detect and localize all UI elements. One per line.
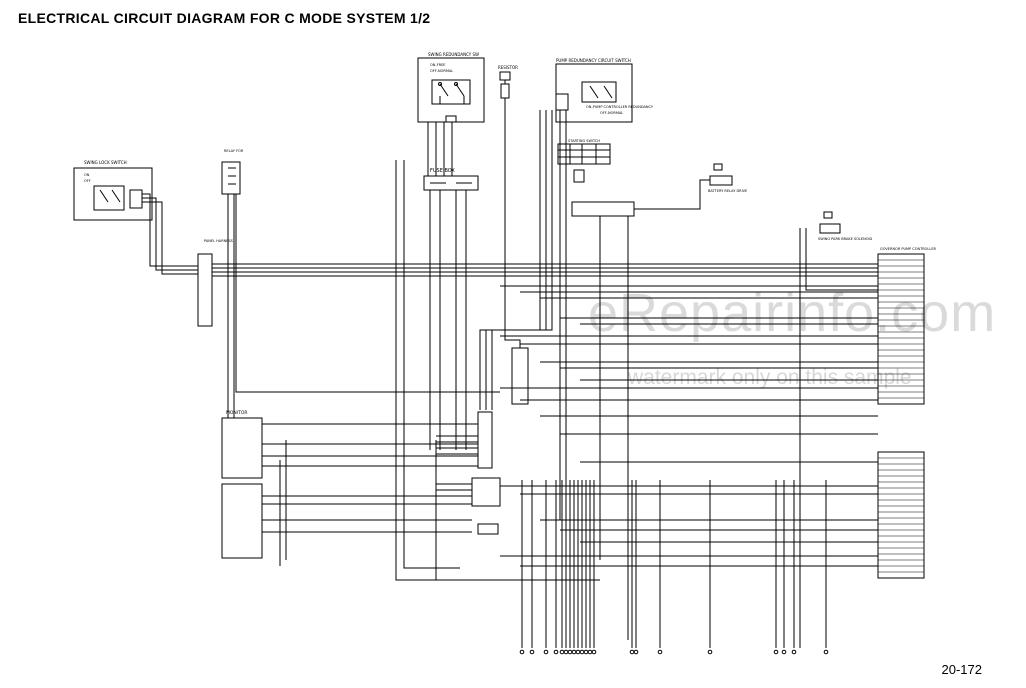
pump-controller: GOVERNOR PUMP CONTROLLER xyxy=(877,247,937,579)
ground-terminal xyxy=(575,649,581,655)
wiring xyxy=(142,110,878,648)
off-normal2-label: OFF-NORMAL xyxy=(600,111,623,115)
ground-terminal xyxy=(543,649,549,655)
ground-terminal xyxy=(707,649,713,655)
panel-harness-label: PANEL HARNESS xyxy=(204,239,234,243)
connector-cn-p xyxy=(477,411,493,469)
brake-wire xyxy=(805,228,878,291)
relay-wire xyxy=(235,194,500,393)
connector-cn-m xyxy=(511,347,529,405)
swing-park-brake-solenoid: SWING PARK BRAKE SOLENOID xyxy=(818,211,873,241)
switch-wire xyxy=(491,110,553,410)
swing-lock-wire xyxy=(142,201,198,275)
battery-relay-label: BATTERY RELAY DRIVE xyxy=(708,189,747,193)
page-title: ELECTRICAL CIRCUIT DIAGRAM FOR C MODE SY… xyxy=(18,10,431,26)
swing-lock-wire xyxy=(142,193,198,267)
monitor-label: MONITOR xyxy=(226,410,248,416)
ground-terminals xyxy=(519,649,829,655)
ground-terminal xyxy=(559,649,565,655)
ground-terminal xyxy=(587,649,593,655)
connector-cn-q xyxy=(471,477,501,507)
starting-switch: STARTING SWITCH xyxy=(557,139,611,183)
panel-harness: PANEL HARNESS xyxy=(197,239,234,327)
fuse-box-label: FUSE BOX xyxy=(430,168,455,174)
ground-terminal xyxy=(823,649,829,655)
ground-terminal xyxy=(773,649,779,655)
switch-wire xyxy=(479,110,541,410)
fuse-wire xyxy=(403,160,460,569)
swing-lock-off: OFF xyxy=(84,179,91,183)
ground-terminal xyxy=(579,649,585,655)
controller-label: GOVERNOR PUMP CONTROLLER xyxy=(880,247,937,251)
swing-lock-wire xyxy=(142,197,198,271)
starter-relay-box xyxy=(571,201,635,217)
fuse-wire xyxy=(395,160,600,581)
ground-terminal xyxy=(567,649,573,655)
resistor-wire xyxy=(504,128,521,348)
starting-switch-label: STARTING SWITCH xyxy=(568,139,600,143)
on-free-label: ON-FREE xyxy=(430,63,446,67)
ground-terminal xyxy=(781,649,787,655)
swing-lock-label: SWING LOCK SWITCH xyxy=(84,160,127,165)
pump-controller-redundancy-label: ON-PUMP CONTROLLER REDUNDANCY xyxy=(586,105,654,109)
watermark-sub: watermark only on this sample xyxy=(628,366,912,389)
connector-cn-r xyxy=(477,523,499,535)
pump-redundancy-label: PUMP REDUNDANCY CIRCUIT SWITCH xyxy=(556,58,631,63)
ground-terminal xyxy=(583,649,589,655)
relay: RELAY FOR xyxy=(221,149,244,195)
swing-redundancy-switch: SWING REDUNDANCY SW ON-FREE OFF-NORMAL xyxy=(417,52,485,123)
ground-terminal xyxy=(529,649,535,655)
ground-terminal xyxy=(591,649,597,655)
swing-lock-on: ON xyxy=(84,173,90,177)
resistor: RESISTOR xyxy=(498,65,518,128)
switch-wire xyxy=(540,110,561,521)
swing-lock-switch: SWING LOCK SWITCH ON OFF xyxy=(73,160,153,221)
relay-label: RELAY FOR xyxy=(224,149,244,153)
pump-redundancy-switch: PUMP REDUNDANCY CIRCUIT SWITCH ON-PUMP C… xyxy=(555,58,654,123)
ground-terminal xyxy=(571,649,577,655)
resistor-label: RESISTOR xyxy=(498,65,518,70)
battery-relay-wire xyxy=(634,179,710,210)
switch-wire xyxy=(485,110,547,410)
swing-park-label: SWING PARK BRAKE SOLENOID xyxy=(818,237,873,241)
ground-terminal xyxy=(563,649,569,655)
monitor: MONITOR xyxy=(221,410,263,559)
switch-wire xyxy=(546,110,567,521)
ground-terminal xyxy=(633,649,639,655)
ground-terminal xyxy=(519,649,525,655)
swing-redundancy-label: SWING REDUNDANCY SW xyxy=(428,52,479,57)
battery-relay-drive: BATTERY RELAY DRIVE xyxy=(708,163,747,193)
fuse-box: FUSE BOX xyxy=(423,168,479,191)
watermark-main: eRepairinfo.com xyxy=(588,283,997,343)
ground-terminal xyxy=(657,649,663,655)
page-number: 20-172 xyxy=(941,662,982,677)
off-normal-label: OFF-NORMAL xyxy=(430,69,453,73)
ground-terminal xyxy=(553,649,559,655)
ground-terminal xyxy=(629,649,635,655)
ground-terminal xyxy=(791,649,797,655)
